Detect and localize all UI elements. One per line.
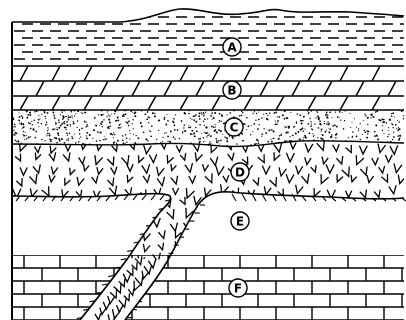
svg-text:C: C <box>230 121 239 135</box>
svg-text:D: D <box>235 166 245 180</box>
label-a: A <box>223 38 241 56</box>
svg-text:B: B <box>227 84 236 98</box>
layer-d-pattern <box>12 141 406 320</box>
layer-b-pattern <box>12 66 406 110</box>
dike-right-contact <box>125 192 404 320</box>
label-d: D <box>231 163 249 181</box>
layer-a-pattern <box>14 17 406 59</box>
label-c: C <box>225 118 243 136</box>
label-b: B <box>223 81 241 99</box>
svg-text:F: F <box>234 282 242 296</box>
label-f: F <box>229 279 247 297</box>
svg-text:A: A <box>227 41 237 55</box>
label-e: E <box>231 212 249 230</box>
surface-line <box>12 9 404 22</box>
layer-f-pattern <box>12 255 404 320</box>
svg-text:E: E <box>236 215 244 229</box>
